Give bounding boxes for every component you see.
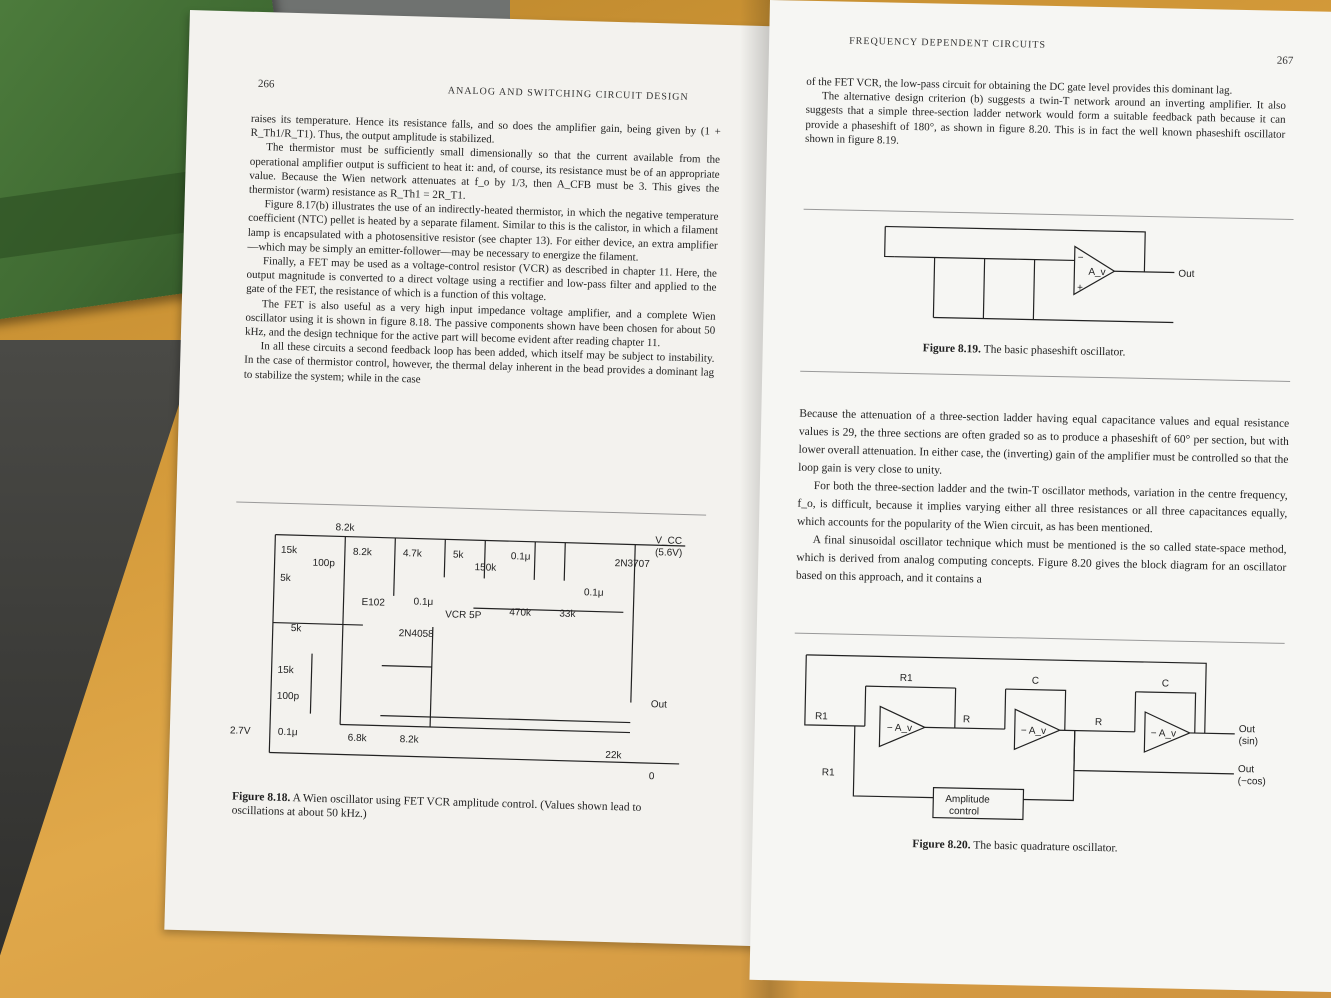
circuit-label: 2.7V xyxy=(230,725,251,737)
circuit-label: V_CC xyxy=(655,535,682,547)
circuit-label: (5.6V) xyxy=(655,547,683,559)
amplifier-label: − A_v xyxy=(887,723,913,735)
right-middle-text: Because the attenuation of a three-secti… xyxy=(796,405,1290,595)
caption-label: Figure 8.20. xyxy=(912,838,971,852)
right-top-text: of the FET VCR, the low-pass circuit for… xyxy=(805,75,1286,156)
figure-rule xyxy=(800,370,1291,382)
circuit-label: 0.1μ xyxy=(584,587,604,599)
caption-label: Figure 8.18. xyxy=(231,790,291,805)
right-page: FREQUENCY DEPENDENT CIRCUITS 267 of the … xyxy=(749,0,1331,993)
circuit-label: 2N3707 xyxy=(615,558,651,570)
out-label: Out xyxy=(1238,764,1255,775)
c-label: C xyxy=(1162,678,1169,689)
paragraph: A final sinusoidal oscillator technique … xyxy=(795,534,1287,586)
right-page-number: 267 xyxy=(1276,54,1294,67)
plus-label: + xyxy=(1077,282,1083,293)
circuit-label: 0.1μ xyxy=(413,596,433,608)
circuit-label: 0 xyxy=(649,771,655,782)
figure-8-20-circuit: R1 R1 C C R R − A_v − A_v − A_v Out (sin… xyxy=(804,654,1266,821)
circuit-label: 150k xyxy=(474,562,497,574)
amplifier-label: − A_v xyxy=(1151,728,1177,740)
figure-rule xyxy=(794,632,1285,644)
circuit-label: 8.2k xyxy=(353,547,373,559)
left-body-text: raises its temperature. Hence its resist… xyxy=(244,112,721,395)
figure-8-20-caption: Figure 8.20. The basic quadrature oscill… xyxy=(912,837,1118,855)
out-sin-label: (sin) xyxy=(1238,736,1258,747)
left-page: 266 ANALOG AND SWITCHING CIRCUIT DESIGN … xyxy=(164,10,790,947)
amplitude-control-label: control xyxy=(949,806,979,818)
r-label: R xyxy=(1095,717,1102,728)
circuit-label: 470k xyxy=(509,607,532,619)
right-running-head: FREQUENCY DEPENDENT CIRCUITS xyxy=(849,35,1047,51)
left-page-number: 266 xyxy=(257,77,275,91)
paragraph: The alternative design criterion (b) sug… xyxy=(804,90,1287,147)
circuit-label: E102 xyxy=(361,597,385,609)
circuit-label: 15k xyxy=(281,545,298,556)
r1-label: R1 xyxy=(900,673,913,684)
out-cos-label: (−cos) xyxy=(1238,776,1266,788)
circuit-label: VCR 5P xyxy=(445,609,482,621)
amplitude-control-label: Amplitude xyxy=(945,794,990,806)
circuit-label: 15k xyxy=(277,665,294,676)
r-label: R xyxy=(963,714,970,725)
caption-text: The basic phaseshift oscillator. xyxy=(983,343,1126,359)
figure-8-19-caption: Figure 8.19. The basic phaseshift oscill… xyxy=(923,341,1126,359)
circuit-label: 0.1μ xyxy=(511,551,531,563)
figure-8-18-circuit: 8.2k 15k 100p 5k 8.2k 4.7k 5k 150k 0.1μ … xyxy=(230,522,686,782)
amplifier-label: − A_v xyxy=(1021,725,1047,737)
circuit-label: 33k xyxy=(559,609,576,620)
minus-label: − xyxy=(1078,253,1084,264)
circuit-label: 22k xyxy=(605,750,622,761)
r1-label: R1 xyxy=(822,767,835,778)
circuit-label: 100p xyxy=(312,558,335,570)
caption-text: The basic quadrature oscillator. xyxy=(973,839,1118,855)
figure-8-19-circuit: A_v Out − + xyxy=(884,225,1195,324)
c-label: C xyxy=(1032,676,1039,687)
circuit-label: 8.2k xyxy=(335,522,355,534)
circuit-label: 4.7k xyxy=(403,548,423,560)
circuit-label: 5k xyxy=(453,550,465,561)
circuit-label: 8.2k xyxy=(400,734,420,746)
out-label: Out xyxy=(1178,269,1195,280)
paragraph: Because the attenuation of a three-secti… xyxy=(798,407,1290,477)
amplifier-label: A_v xyxy=(1088,267,1105,278)
circuit-label: 0.1μ xyxy=(278,727,298,739)
circuit-label: 6.8k xyxy=(348,733,368,745)
out-label: Out xyxy=(1239,724,1256,735)
circuit-label: 2N4058 xyxy=(399,628,435,640)
circuit-label: 100p xyxy=(277,691,300,703)
circuit-label: 5k xyxy=(291,623,303,634)
circuit-label: Out xyxy=(651,699,668,710)
r1-label: R1 xyxy=(815,711,828,722)
circuit-label: 5k xyxy=(280,573,292,584)
left-running-head: ANALOG AND SWITCHING CIRCUIT DESIGN xyxy=(447,85,689,103)
caption-label: Figure 8.19. xyxy=(922,342,982,356)
